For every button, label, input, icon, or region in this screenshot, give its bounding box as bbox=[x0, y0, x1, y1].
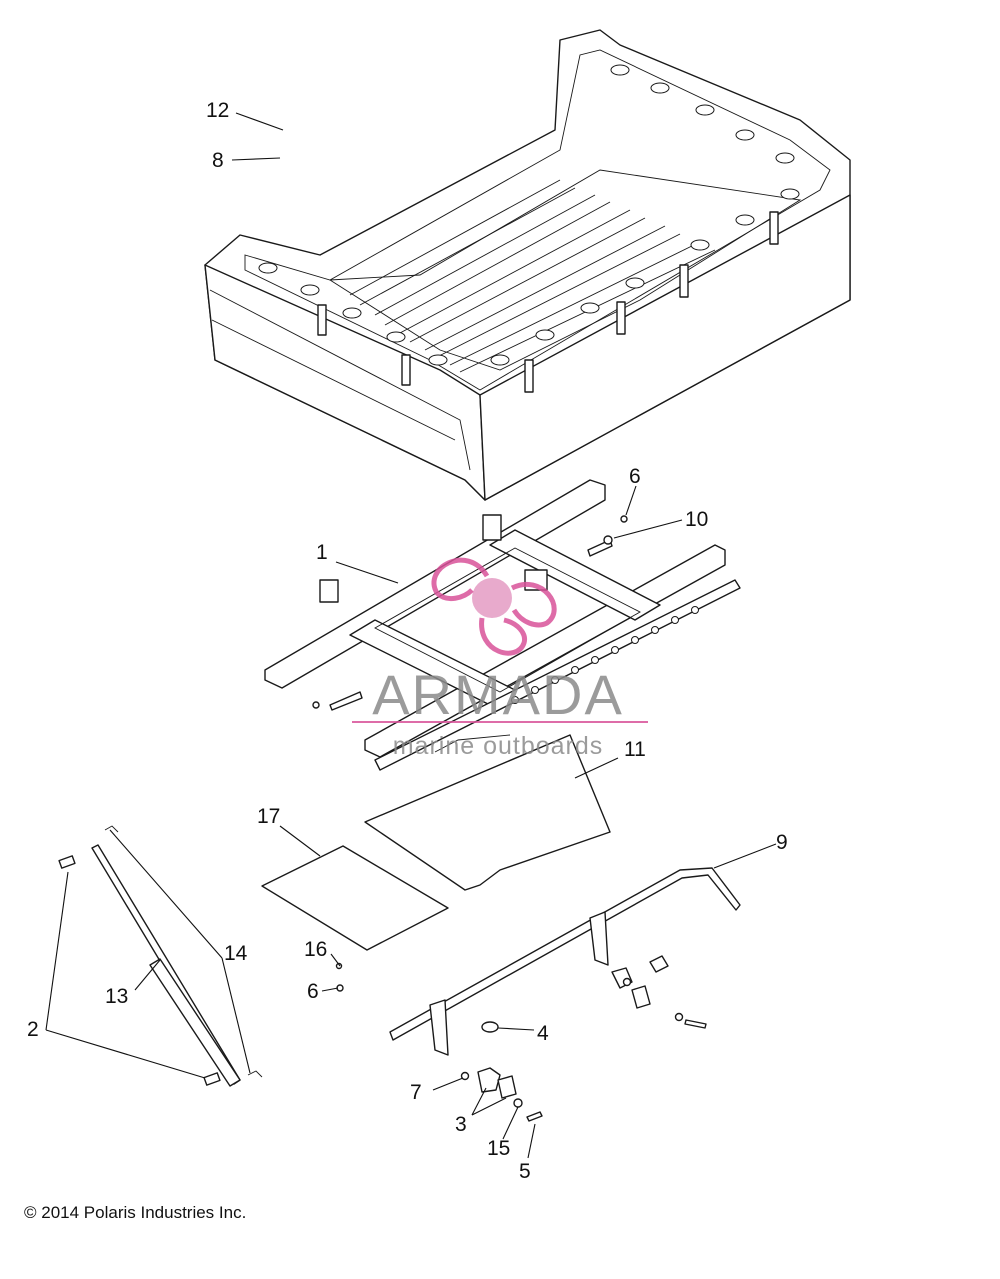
callout-5: 5 bbox=[519, 1160, 531, 1183]
callout-1: 1 bbox=[316, 541, 328, 564]
callout-6-bottom: 6 bbox=[307, 980, 319, 1003]
callout-4: 4 bbox=[537, 1022, 549, 1045]
gas-strut bbox=[58, 825, 263, 1087]
callout-13: 13 bbox=[105, 985, 128, 1008]
callout-2: 2 bbox=[27, 1018, 39, 1041]
callout-7: 7 bbox=[410, 1081, 422, 1104]
propeller-logo-icon bbox=[431, 557, 557, 656]
callout-9: 9 bbox=[776, 831, 788, 854]
callout-3: 3 bbox=[455, 1113, 467, 1136]
callout-14: 14 bbox=[224, 942, 248, 965]
pivot-pin bbox=[312, 515, 628, 711]
watermark-tagline: marine outboards bbox=[393, 732, 604, 760]
floor-panel-small bbox=[261, 845, 449, 951]
callout-8: 8 bbox=[212, 149, 224, 172]
callout-15: 15 bbox=[487, 1137, 510, 1160]
callouts: 12 8 6 10 1 11 17 9 16 14 6 13 2 4 7 3 1… bbox=[27, 99, 788, 1183]
cargo-box bbox=[204, 29, 851, 501]
callout-16: 16 bbox=[304, 938, 327, 961]
watermark: ARMADA marine outboards bbox=[352, 557, 648, 760]
callout-12: 12 bbox=[206, 99, 229, 122]
callout-17: 17 bbox=[257, 805, 280, 828]
callout-6-top: 6 bbox=[629, 465, 641, 488]
leader-lines bbox=[45, 112, 777, 1159]
copyright-notice: © 2014 Polaris Industries Inc. bbox=[24, 1203, 247, 1222]
watermark-brand: ARMADA bbox=[372, 663, 624, 726]
callout-10: 10 bbox=[685, 508, 708, 531]
callout-11: 11 bbox=[624, 738, 646, 761]
floor-panel-large bbox=[364, 734, 611, 891]
